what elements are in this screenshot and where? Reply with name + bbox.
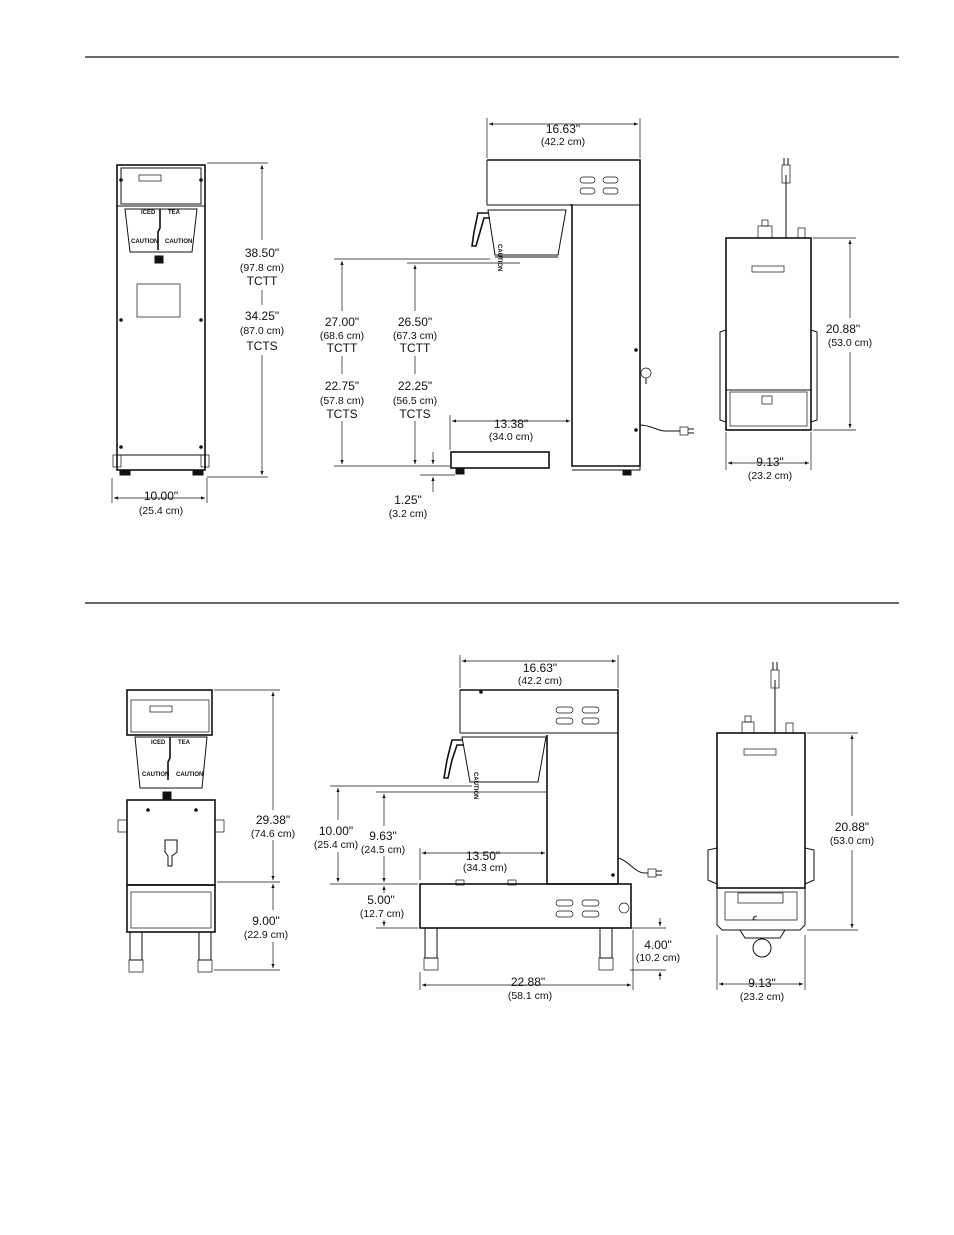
dim-back-b-width: 9.13" — [748, 976, 776, 990]
dim-base-depth-cm: (34.0 cm) — [489, 431, 533, 443]
dim-back-b-height-cm: (53.0 cm) — [830, 835, 874, 847]
dim-base-depth: 13.38" — [494, 417, 528, 431]
dim-side-top-width: 16.63" — [546, 122, 580, 136]
dim-front-height: 38.50" — [245, 246, 279, 260]
dim-back-width-cm: (23.2 cm) — [748, 470, 792, 482]
dim-front-b-stand-cm: (22.9 cm) — [244, 929, 288, 941]
dim-side-b-top-width: 16.63" — [523, 661, 557, 675]
dim-side-b-clear-a-cm: (25.4 cm) — [314, 839, 358, 851]
side-caution-label: CAUTION — [496, 244, 502, 271]
dim-side-b-overall: 22.88" — [511, 975, 545, 989]
dim-side-b-top-width-cm: (42.2 cm) — [518, 675, 562, 687]
dim-side-b-base-depth-cm: (34.3 cm) — [463, 862, 507, 874]
front-view-bottom — [117, 689, 225, 973]
dim-front-height-alt: 34.25" — [245, 309, 279, 323]
dim-clear-b-alt: 22.25" — [398, 379, 432, 393]
dimension-lines-side-bottom — [330, 655, 666, 990]
dim-side-top-width-cm: (42.2 cm) — [541, 136, 585, 148]
dim-clear-a-cm: (68.6 cm) — [320, 330, 364, 342]
label-caution-left: CAUTION — [131, 239, 158, 245]
dim-clear-b-alt-cm: (56.5 cm) — [393, 395, 437, 407]
dim-front-height-alt-model: TCTS — [246, 339, 277, 353]
dim-side-b-clear-a: 10.00" — [319, 824, 353, 838]
dim-clear-b: 26.50" — [398, 315, 432, 329]
dim-back-b-height: 20.88" — [835, 820, 869, 834]
side-view-top — [450, 159, 694, 476]
side-caution-label-b: CAUTION — [472, 772, 478, 799]
label-iced: ICED — [141, 210, 156, 216]
dim-clear-a-model: TCTT — [327, 341, 358, 355]
dim-back-b-width-cm: (23.2 cm) — [740, 991, 784, 1003]
dim-front-height-model: TCTT — [247, 274, 278, 288]
dim-side-b-clear-b: 9.63" — [369, 829, 397, 843]
dim-front-b-stand: 9.00" — [252, 914, 280, 928]
dim-side-b-stand-cm: (12.7 cm) — [360, 908, 404, 920]
dim-clear-b-alt-model: TCTS — [399, 407, 430, 421]
dimension-lines-side-top — [334, 118, 641, 492]
side-view-bottom — [419, 689, 662, 971]
dim-front-height-alt-cm: (87.0 cm) — [240, 325, 284, 337]
label-tea: TEA — [168, 210, 181, 216]
label-tea-b: TEA — [178, 740, 191, 746]
svg-text:ℭ: ℭ — [752, 915, 758, 922]
dimension-lines-back-top — [725, 237, 856, 470]
dim-clear-b-cm: (67.3 cm) — [393, 330, 437, 342]
dim-front-width-cm: (25.4 cm) — [139, 505, 183, 517]
dim-side-b-stand: 5.00" — [367, 893, 395, 907]
dimension-lines-front-top — [111, 162, 268, 503]
dim-front-b-height-cm: (74.6 cm) — [251, 828, 295, 840]
dim-back-height: 20.88" — [826, 322, 860, 336]
dim-side-b-base-depth: 13.50" — [466, 849, 500, 863]
label-caution-right: CAUTION — [165, 239, 192, 245]
dim-front-width: 10.00" — [144, 489, 178, 503]
dim-side-b-clear-b-cm: (24.5 cm) — [361, 844, 405, 856]
back-view-bottom: ℭ — [707, 662, 815, 958]
dim-back-height-cm: (53.0 cm) — [828, 337, 872, 349]
dim-foot: 1.25" — [394, 493, 422, 507]
dim-side-b-overall-cm: (58.1 cm) — [508, 990, 552, 1002]
dim-clear-a-alt-model: TCTS — [326, 407, 357, 421]
label-iced-b: ICED — [151, 740, 166, 746]
dim-side-b-leg-cm: (10.2 cm) — [636, 952, 680, 964]
dim-side-b-leg: 4.00" — [644, 938, 672, 952]
dim-foot-cm: (3.2 cm) — [389, 508, 428, 520]
dim-clear-a-alt: 22.75" — [325, 379, 359, 393]
front-view-top — [112, 164, 210, 476]
dim-front-b-height: 29.38" — [256, 813, 290, 827]
dim-back-width: 9.13" — [756, 455, 784, 469]
dimension-lines-front-bottom — [214, 689, 280, 971]
dimension-lines-back-bottom — [716, 732, 858, 990]
label-caution-left-b: CAUTION — [142, 772, 169, 778]
dim-clear-a: 27.00" — [325, 315, 359, 329]
dim-clear-a-alt-cm: (57.8 cm) — [320, 395, 364, 407]
back-view-top — [719, 158, 818, 431]
dim-clear-b-model: TCTT — [400, 341, 431, 355]
label-caution-right-b: CAUTION — [176, 772, 203, 778]
dim-front-height-cm: (97.8 cm) — [240, 262, 284, 274]
